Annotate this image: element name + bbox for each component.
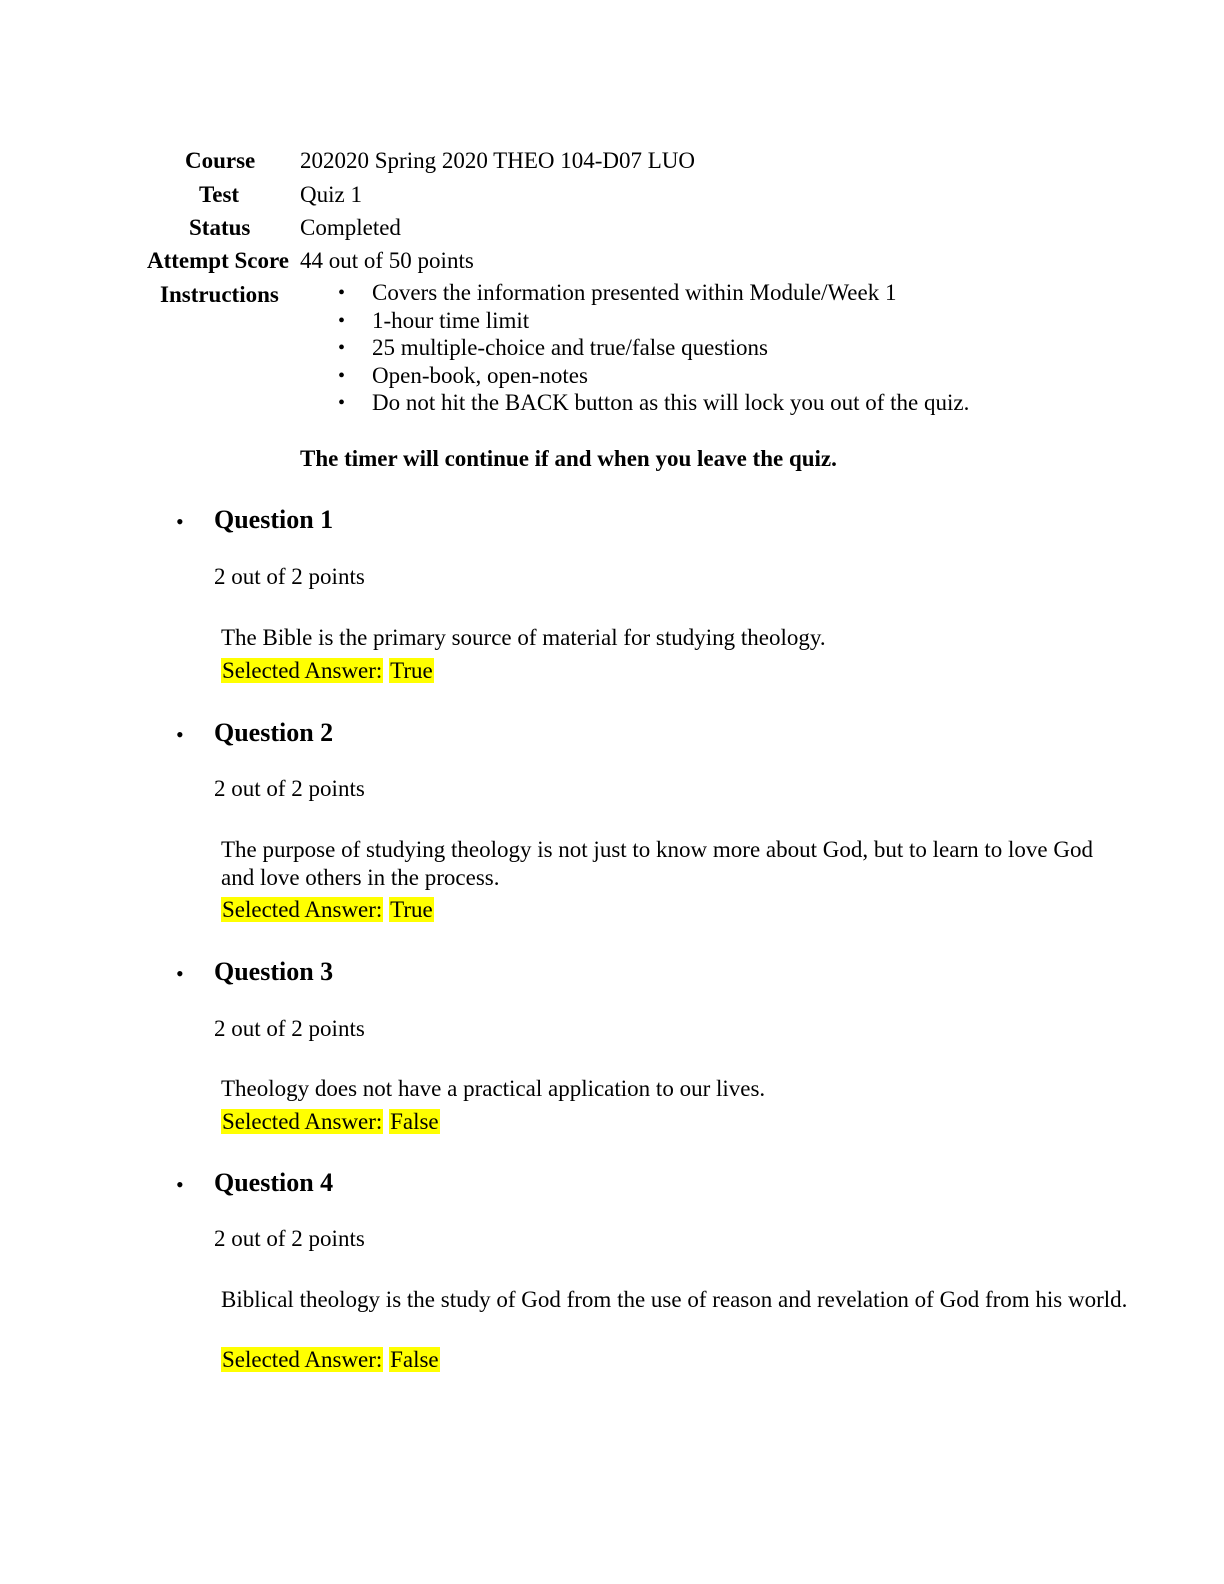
question-title: Question 3 <box>214 957 334 986</box>
status-value: Completed <box>300 215 401 240</box>
status-label: Status <box>189 215 251 240</box>
score-value: 44 out of 50 points <box>300 248 474 273</box>
instructions-row: Instructions <box>0 280 1224 310</box>
instruction-item: •Open-book, open-notes <box>300 361 969 389</box>
question-text: Biblical theology is the study of God fr… <box>221 1287 1128 1312</box>
bullet-icon: • <box>176 722 184 747</box>
test-row: Test Quiz 1 <box>0 180 1224 210</box>
answer-label: Selected Answer: <box>221 1109 384 1134</box>
question-points: 2 out of 2 points <box>214 776 365 801</box>
bullet-icon: • <box>176 961 184 986</box>
bullet-icon: • <box>338 392 346 415</box>
answer-label: Selected Answer: <box>221 1347 384 1372</box>
selected-answer: Selected Answer: True <box>221 896 434 923</box>
course-label: Course <box>185 148 256 173</box>
answer-value: True <box>389 658 434 683</box>
status-row: Status Completed <box>0 213 1224 243</box>
instruction-item: •Covers the information presented within… <box>300 278 969 306</box>
question-title: Question 4 <box>214 1168 334 1197</box>
question-title: Question 1 <box>214 505 334 534</box>
timer-note: The timer will continue if and when you … <box>300 446 837 471</box>
instructions-label: Instructions <box>160 282 279 307</box>
score-label: Attempt Score <box>147 248 289 273</box>
bullet-icon: • <box>338 309 346 332</box>
question-text: Theology does not have a practical appli… <box>221 1076 766 1101</box>
instruction-item: •1-hour time limit <box>300 306 969 334</box>
bullet-icon: • <box>176 509 184 534</box>
instruction-item: •25 multiple-choice and true/false quest… <box>300 333 969 361</box>
score-row: Attempt Score 44 out of 50 points <box>0 246 1224 276</box>
bullet-icon: • <box>176 1172 184 1197</box>
instructions-list: •Covers the information presented within… <box>300 278 969 416</box>
course-value: 202020 Spring 2020 THEO 104-D07 LUO <box>300 148 696 173</box>
selected-answer: Selected Answer: True <box>221 657 434 684</box>
selected-answer: Selected Answer: False <box>221 1108 440 1135</box>
bullet-icon: • <box>338 282 346 304</box>
question-text: The Bible is the primary source of mater… <box>221 625 826 650</box>
test-value: Quiz 1 <box>300 182 362 207</box>
answer-label: Selected Answer: <box>221 897 384 922</box>
answer-label: Selected Answer: <box>221 658 384 683</box>
bullet-icon: • <box>338 337 346 360</box>
selected-answer: Selected Answer: False <box>221 1346 440 1373</box>
question-points: 2 out of 2 points <box>214 1016 365 1041</box>
question-text: The purpose of studying theology is not … <box>221 837 1093 890</box>
question-points: 2 out of 2 points <box>214 564 365 589</box>
answer-value: False <box>389 1347 440 1372</box>
instruction-item: •Do not hit the BACK button as this will… <box>300 388 969 416</box>
bullet-icon: • <box>338 364 346 387</box>
answer-value: True <box>389 897 434 922</box>
answer-value: False <box>389 1109 440 1134</box>
test-label: Test <box>199 182 240 207</box>
question-title: Question 2 <box>214 718 334 747</box>
question-points: 2 out of 2 points <box>214 1226 365 1251</box>
course-row: Course 202020 Spring 2020 THEO 104-D07 L… <box>0 146 1224 176</box>
